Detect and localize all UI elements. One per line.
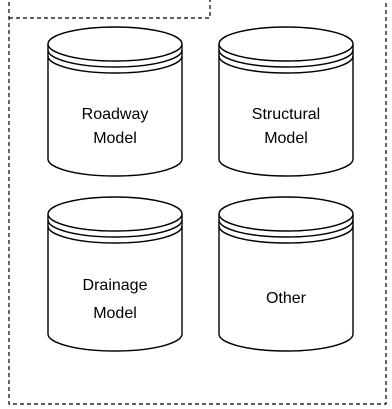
- database-label-line: Drainage: [83, 277, 148, 294]
- models-container: [8, 0, 387, 405]
- database-label-line: Model: [93, 305, 137, 322]
- database-label-line: Model: [264, 130, 308, 147]
- database-structural: Structural Model: [218, 26, 354, 177]
- database-roadway: Roadway Model: [47, 26, 183, 177]
- database-other: Other: [218, 196, 354, 352]
- database-label-line: Structural: [252, 106, 320, 123]
- database-drainage: Drainage Model: [47, 196, 183, 352]
- database-label-line: Model: [93, 130, 137, 147]
- database-label-line: Roadway: [82, 106, 149, 123]
- database-label-line: Other: [266, 290, 307, 307]
